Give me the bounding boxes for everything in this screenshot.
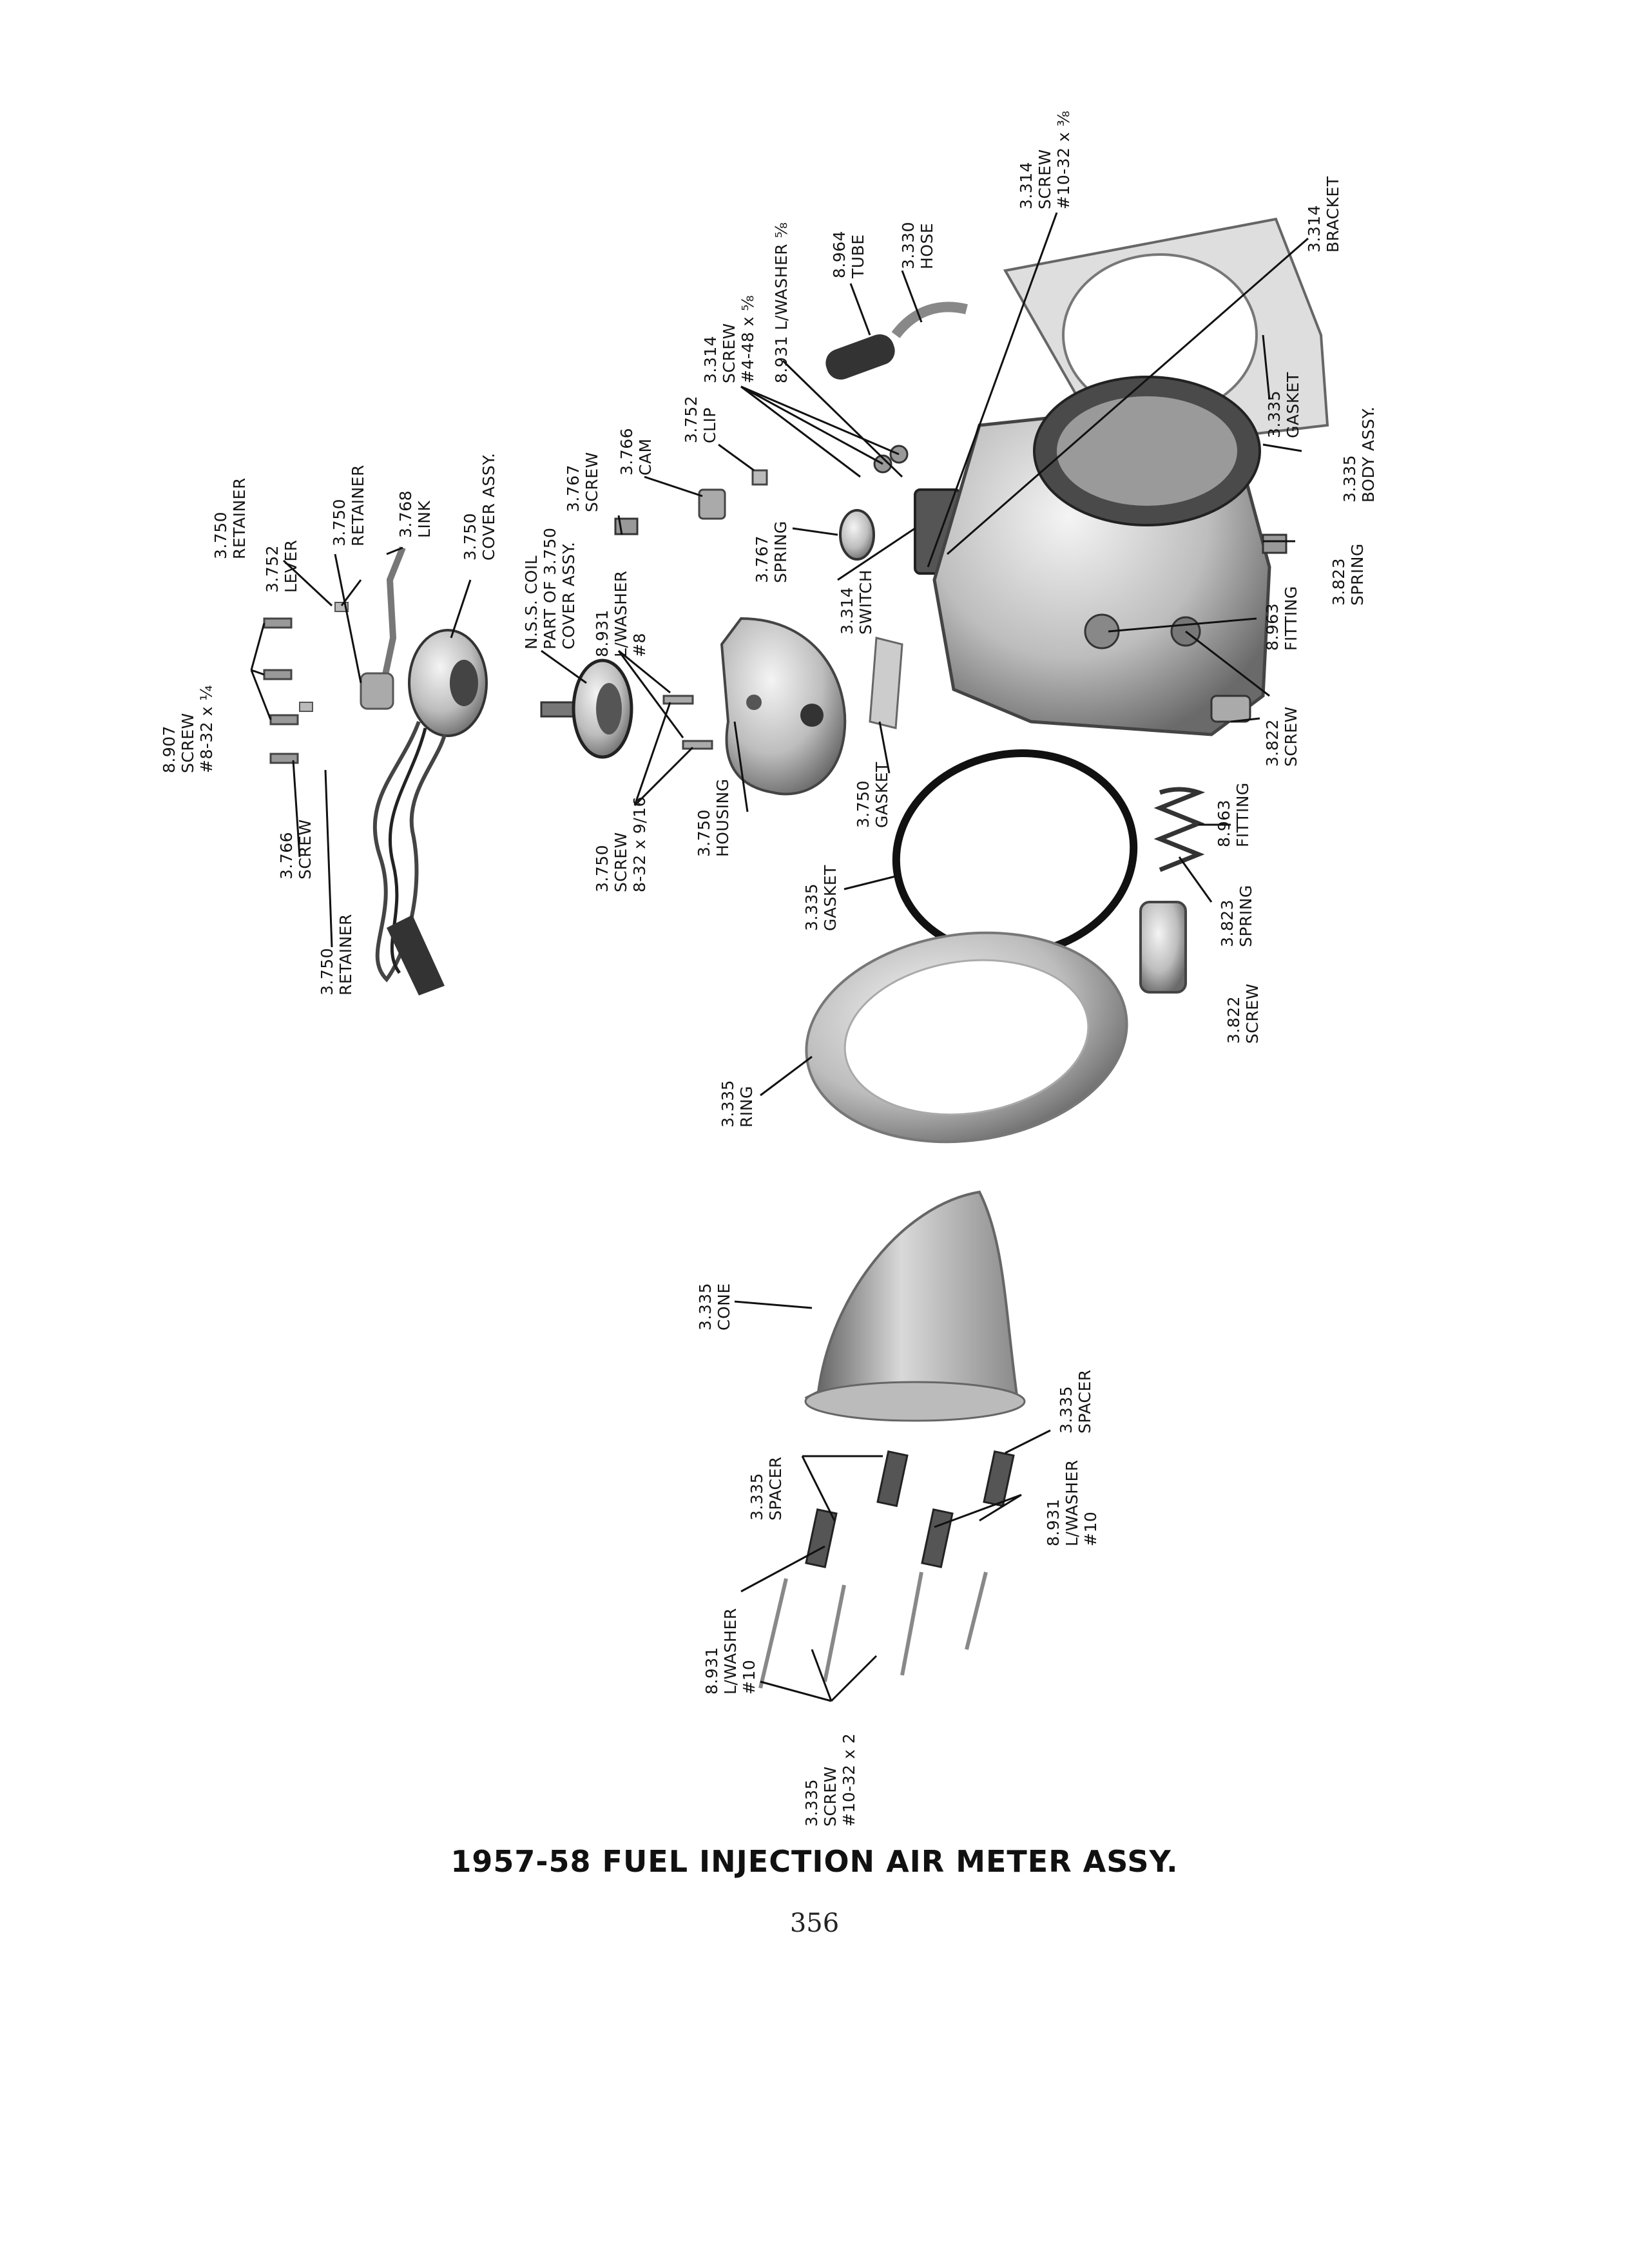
callout-8931-lwasher-8: 8.931 L/WASHER #8 — [593, 570, 649, 657]
cover-assy-inner — [450, 660, 478, 706]
callout-3335-cone: 3.335 CONE — [696, 1282, 733, 1331]
callout-3314-switch: 3.314 SWITCH — [838, 569, 875, 635]
housing-boss — [800, 704, 824, 727]
callout-3750-cover-assy: 3.750 COVER ASSY. — [461, 452, 498, 561]
screw-part — [1139, 901, 1187, 994]
cover-assy-part — [408, 629, 488, 737]
lever-part — [360, 672, 394, 710]
housing-part — [720, 617, 847, 796]
callout-3335-screw-10-32x2: 3.335 SCREW #10-32 x 2 — [802, 1733, 858, 1827]
leader-lines — [250, 212, 1309, 1702]
callout-3823-spring-a: 3.823 SPRING — [1329, 543, 1367, 606]
long-screw — [758, 1578, 788, 1689]
link-part — [377, 546, 406, 700]
callout-3750-retainer-c: 3.750 RETAINER — [318, 914, 355, 995]
callout-3335-gasket-a: 3.335 GASKET — [1265, 372, 1302, 438]
callout-3314-screw-10-32: 3.314 SCREW #10-32 x ⅜ — [1017, 110, 1073, 209]
long-screw — [965, 1571, 988, 1650]
long-screw — [823, 1584, 846, 1682]
callout-3766-screw: 3.766 SCREW — [277, 819, 314, 879]
housing-boss — [746, 695, 762, 710]
callout-3766-cam: 3.766 CAM — [617, 427, 655, 476]
callout-3335-spacer-b: 3.335 SPACER — [1057, 1369, 1094, 1434]
callout-3767-screw: 3.767 SCREW — [564, 452, 601, 512]
coil-part-inner — [596, 683, 622, 735]
callout-8964-tube: 8.964 TUBE — [830, 230, 867, 278]
housing-group — [540, 469, 961, 796]
callout-3823-spring-b: 3.823 SPRING — [1218, 885, 1255, 947]
spacer-part — [805, 1508, 838, 1568]
spacer-part — [921, 1508, 954, 1568]
spring-part — [839, 509, 875, 561]
screw-part — [269, 714, 299, 726]
long-screw — [900, 1571, 923, 1676]
spring-coil — [1153, 787, 1206, 872]
callout-3750-housing: 3.750 HOUSING — [695, 778, 732, 857]
callout-3335-gasket-b: 3.335 GASKET — [802, 865, 840, 931]
callout-8931-lwasher-10-b: 8.931 L/WASHER #10 — [1044, 1459, 1100, 1546]
callout-3752-clip: 3.752 CLIP — [682, 395, 719, 443]
wire-lead — [388, 727, 427, 974]
callout-nss-coil: N.S.S. COIL PART OF 3.750 COVER ASSY. — [522, 527, 578, 649]
ring-part-hole — [843, 959, 1090, 1116]
callout-3314-bracket: 3.314 BRACKET — [1305, 176, 1342, 253]
callout-3750-gasket: 3.750 GASKET — [854, 762, 891, 828]
body-throat-inner — [1057, 396, 1237, 506]
callout-3314-screw-4-48: 3.314 SCREW #4-48 x ⅝ — [701, 294, 757, 383]
figure-caption: 1957-58 FUEL INJECTION AIR METER ASSY. — [450, 1844, 1179, 1879]
screw-part — [269, 753, 299, 764]
wire-sleeve — [387, 915, 445, 995]
clip-part — [751, 469, 768, 486]
screw-part — [1210, 695, 1251, 723]
page-number: 356 — [789, 1908, 840, 1938]
retainer-part — [299, 702, 313, 712]
callout-3335-body-assy: 3.335 BODY ASSY. — [1340, 406, 1378, 503]
cone-part — [805, 1190, 1020, 1407]
screw-part — [662, 695, 694, 705]
spacer-part — [983, 1450, 1015, 1508]
wire-lead — [372, 720, 447, 983]
screw-part — [263, 669, 293, 680]
cone-group — [758, 1190, 1026, 1689]
gasket-part — [869, 637, 903, 729]
callout-3822-screw-a: 3.822 SCREW — [1263, 706, 1300, 767]
callout-8907-screw: 8.907 SCREW #8-32 x ¼ — [160, 684, 216, 773]
screw-part — [263, 617, 293, 629]
callout-3750-retainer-b: 3.750 RETAINER — [330, 465, 367, 546]
callout-3750-screw: 3.750 SCREW 8-32 x 9/16 — [593, 796, 649, 892]
ring-group — [805, 749, 1206, 1144]
callout-3750-retainer-a: 3.750 RETAINER — [211, 477, 249, 559]
callout-3767-spring: 3.767 SPRING — [753, 521, 790, 583]
cone-base-flange — [804, 1381, 1026, 1422]
callout-3752-lever: 3.752 LEVER — [263, 539, 300, 593]
cover-assembly-group — [263, 546, 488, 995]
callout-8963-fitting-a: 8.963 FITTING — [1263, 586, 1300, 651]
callout-3335-ring: 3.335 RING — [718, 1079, 756, 1128]
cam-part — [698, 488, 726, 520]
callout-3768-link: 3.768 LINK — [396, 490, 434, 538]
hose-part — [891, 302, 968, 338]
screw-part — [1262, 533, 1287, 554]
screw-part — [682, 740, 713, 750]
callout-3822-screw-b: 3.822 SCREW — [1224, 983, 1262, 1044]
spacer-part — [876, 1450, 909, 1508]
tube-part — [825, 334, 895, 380]
callout-8963-fitting-b: 8.963 FITTING — [1215, 782, 1252, 847]
callout-8931-lwasher-58: 8.931 L/WASHER ⅝ — [772, 222, 791, 383]
body-assembly-group — [825, 217, 1329, 736]
callout-3330-hose: 3.330 HOSE — [899, 221, 936, 269]
callout-3335-spacer-a: 3.335 SPACER — [747, 1456, 785, 1521]
callout-8931-lwasher-10-a: 8.931 L/WASHER #10 — [702, 1608, 758, 1695]
